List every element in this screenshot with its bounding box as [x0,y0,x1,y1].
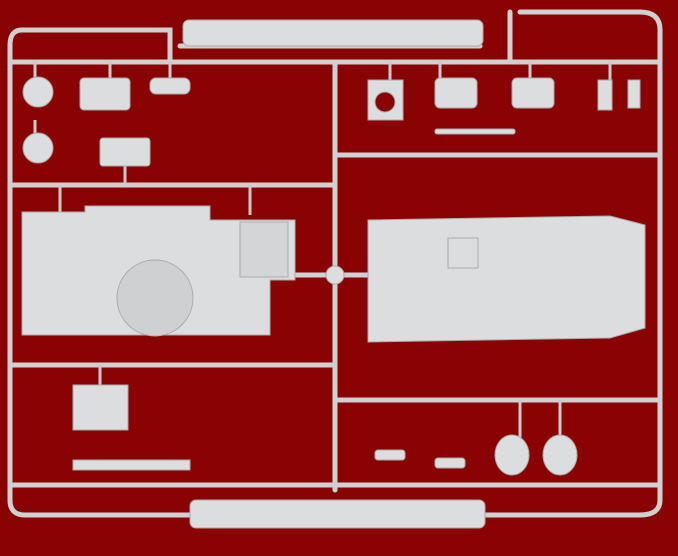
wheel-hub-2 [542,434,578,476]
top-track-guard [182,19,484,47]
exhaust-1 [374,449,406,461]
gates [33,62,612,440]
exhaust-2 [434,457,466,469]
hull-hatch [239,221,289,278]
sprue-hub [325,265,345,285]
hull-panel-square [447,237,479,269]
turret-ring-opening [116,259,194,337]
bracket-1 [597,79,613,111]
wheel-hub-1 [494,434,530,476]
fuel-tank-2 [511,77,555,109]
right-hull-body [367,215,646,343]
box-part [99,137,151,167]
grille-plate [72,384,129,431]
long-bar [72,459,191,471]
rod-part [434,128,516,135]
parts [21,19,646,529]
bracket-2 [627,79,641,109]
cylinder-part [149,77,191,95]
hatch-round-2 [22,132,54,164]
fuel-tank-1 [434,77,478,109]
plate-small [79,77,131,111]
hatch-round-1 [22,76,54,108]
bottom-track-guard [189,499,486,529]
